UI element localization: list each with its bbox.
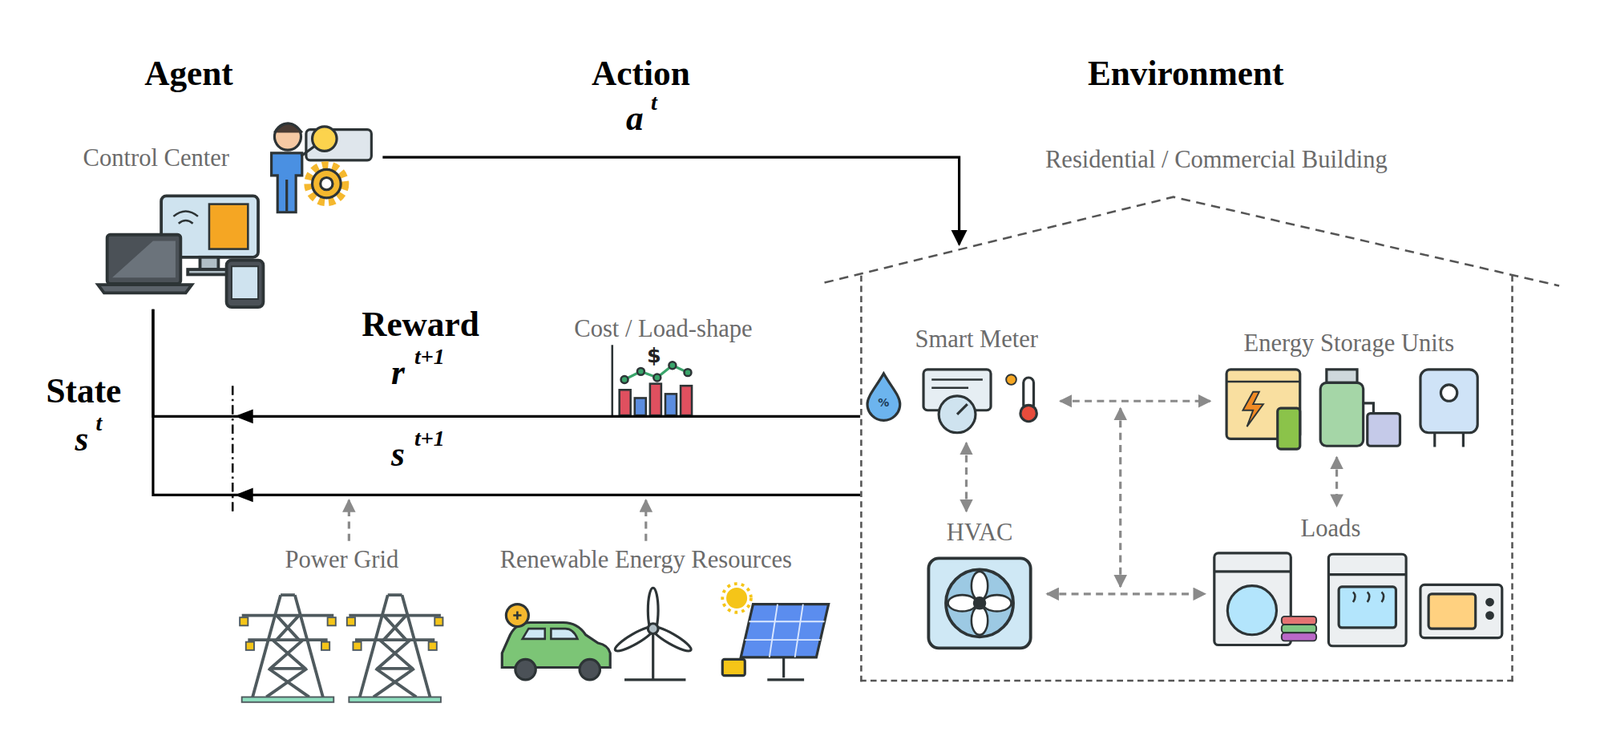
power-tower-icons bbox=[239, 594, 443, 703]
energy-link bbox=[1060, 400, 1211, 403]
action-symbol: a bbox=[626, 99, 644, 138]
power-grid-group: Power Grid bbox=[234, 541, 455, 707]
node-label: Control Center bbox=[83, 145, 230, 173]
time-superscript: t bbox=[650, 90, 658, 116]
time-superscript: t+1 bbox=[414, 344, 445, 370]
node-label: Residential / Commercial Building bbox=[1045, 145, 1388, 174]
node-label: Renewable Energy Resources bbox=[500, 545, 792, 574]
arrowhead bbox=[234, 487, 254, 502]
node-label: Power Grid bbox=[285, 545, 400, 574]
time-superscript: t+1 bbox=[414, 426, 445, 452]
appliance-icons bbox=[1214, 553, 1503, 647]
node-label: Loads bbox=[1301, 515, 1362, 543]
node-label: HVAC bbox=[946, 519, 1014, 547]
arrowhead bbox=[234, 408, 254, 424]
reward-symbol: r bbox=[391, 353, 405, 392]
bus-link-arrow bbox=[1119, 408, 1122, 587]
loads-group: Loads bbox=[1208, 509, 1512, 649]
smart-meter-group: Smart Meter bbox=[867, 318, 1056, 439]
state-symbol: s bbox=[74, 420, 89, 459]
humidity-symbol: % bbox=[877, 396, 889, 409]
heading-text: Agent bbox=[144, 54, 234, 93]
control-signal bbox=[153, 309, 861, 417]
time-superscript: t bbox=[96, 411, 103, 437]
cost-label: Cost / Load-shape bbox=[573, 315, 752, 343]
storage-icons bbox=[1226, 369, 1478, 449]
renewables-group: Renewable Energy Resources bbox=[459, 541, 837, 684]
building-outline: EnvironmentResidential / Commercial Buil… bbox=[860, 275, 1514, 683]
renewable-icons bbox=[501, 583, 829, 680]
smart-meter-icons bbox=[867, 369, 1037, 433]
computer-icons bbox=[97, 195, 263, 308]
heading-text: Environment bbox=[1087, 54, 1285, 93]
energy-link bbox=[1335, 456, 1338, 506]
node-label: Energy Storage Units bbox=[1244, 329, 1455, 357]
state-heading: State bbox=[46, 371, 122, 411]
control-signal bbox=[382, 157, 959, 245]
engineer-icon bbox=[271, 123, 372, 213]
renewable-feed-arrow bbox=[644, 500, 647, 542]
edge-heading: Reward bbox=[361, 305, 480, 344]
agent-group: AgentControl Center bbox=[56, 45, 383, 309]
energy-link bbox=[1046, 592, 1205, 595]
control-signal bbox=[153, 309, 861, 496]
node-label: Smart Meter bbox=[914, 325, 1039, 353]
grid-feed-arrow bbox=[347, 500, 351, 542]
energy-link bbox=[965, 442, 968, 511]
state-symbol: s bbox=[391, 435, 405, 474]
dollar-symbol: $ bbox=[646, 343, 662, 367]
storage-group: Energy Storage Units bbox=[1214, 322, 1488, 453]
hvac-group: HVAC bbox=[918, 515, 1043, 651]
edge-heading: Action bbox=[591, 54, 691, 93]
building-roof bbox=[824, 197, 1560, 287]
hvac-icon bbox=[928, 557, 1031, 648]
